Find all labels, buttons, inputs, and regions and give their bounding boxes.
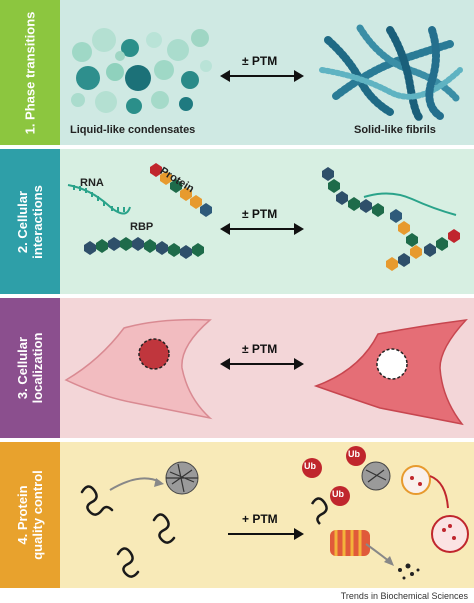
double-arrow-icon [228, 528, 304, 540]
lysosome-icon [401, 465, 469, 553]
panel-cellular-interactions: 2. Cellular interactions [0, 149, 474, 294]
panel-3-illustration [64, 318, 468, 426]
ub-label-1: Ub [304, 461, 316, 471]
ubiquitin-icon [302, 446, 366, 506]
panel-4-illustration [80, 446, 469, 580]
double-arrow-icon [220, 70, 304, 82]
panel-2-title-line2: interactions [30, 184, 45, 259]
panel-3-body: ± PTM [60, 298, 474, 438]
rna-label: RNA [80, 177, 104, 189]
rbp-chain-icon [84, 237, 204, 259]
misfolded-protein-icon [80, 485, 176, 578]
panel-4-ptm-label: + PTM [242, 512, 278, 526]
panel-2-body: ± PTM RNA Protein RBP [60, 149, 474, 294]
panel-4-body: + PTM Ub Ub Ub [60, 442, 474, 588]
panel-4-title-line2: quality control [30, 470, 45, 560]
panel-1-body: ± PTM Liquid-like condensates Solid-like… [60, 0, 474, 145]
rna-strand-icon [67, 184, 131, 215]
panel-3-sidebar: 3. Cellular localization [0, 298, 60, 438]
panel-3-title-line1: 3. Cellular [15, 336, 30, 400]
curved-arrow-icon [109, 477, 161, 491]
panel-2-ptm-label: ± PTM [242, 207, 278, 221]
panel-cellular-localization: 3. Cellular localization [0, 298, 474, 438]
panel-phase-transitions: 1. Phase transitions [0, 0, 474, 145]
ub-label-2: Ub [348, 449, 360, 459]
fibril-network-icon [319, 24, 463, 122]
degradation-arrow-icon [365, 543, 391, 563]
panel-1-ptm-label: ± PTM [242, 54, 278, 68]
cell-icon-mislocalized [313, 318, 468, 426]
solid-like-fibrils-label: Solid-like fibrils [354, 124, 436, 136]
ub-label-3: Ub [332, 489, 344, 499]
protein-chain-icon [150, 163, 212, 217]
panel-2-title-line1: 2. Cellular [15, 190, 30, 253]
panel-4-title: 4. Protein quality control [15, 470, 45, 560]
journal-footer: Trends in Biochemical Sciences [340, 591, 468, 601]
cell-icon [64, 318, 213, 420]
proteasome-icon [330, 530, 370, 556]
panel-1-sidebar: 1. Phase transitions [0, 0, 60, 145]
aggregate-icon [165, 461, 199, 495]
double-arrow-icon [220, 223, 304, 235]
peptide-fragments-icon [398, 563, 420, 580]
nucleus-icon [138, 338, 170, 370]
panel-2-title: 2. Cellular interactions [15, 185, 45, 259]
panel-1-title-line1: 1. Phase transitions [22, 11, 38, 134]
panel-1-title: 1. Phase transitions [23, 11, 38, 134]
panel-2-illustration [67, 163, 460, 271]
panel-3-title-line2: localization [30, 332, 45, 404]
panel-2-sidebar: 2. Cellular interactions [0, 149, 60, 294]
liquid-like-condensates-label: Liquid-like condensates [70, 124, 196, 136]
misfolded-protein-icon [310, 497, 328, 525]
panel-protein-quality-control: 4. Protein quality control [0, 442, 474, 588]
panel-1-illustration [71, 24, 463, 122]
protein-complex-icon [322, 167, 460, 271]
double-arrow-icon [220, 358, 304, 370]
condensate-droplets-icon [71, 28, 212, 114]
aggregate-icon [361, 461, 391, 491]
panel-3-ptm-label: ± PTM [242, 342, 278, 356]
nucleus-icon [376, 348, 408, 380]
panel-4-sidebar: 4. Protein quality control [0, 442, 60, 588]
panel-3-title: 3. Cellular localization [15, 333, 45, 404]
rbp-label: RBP [130, 221, 154, 233]
panel-4-title-line1: 4. Protein [15, 485, 30, 545]
